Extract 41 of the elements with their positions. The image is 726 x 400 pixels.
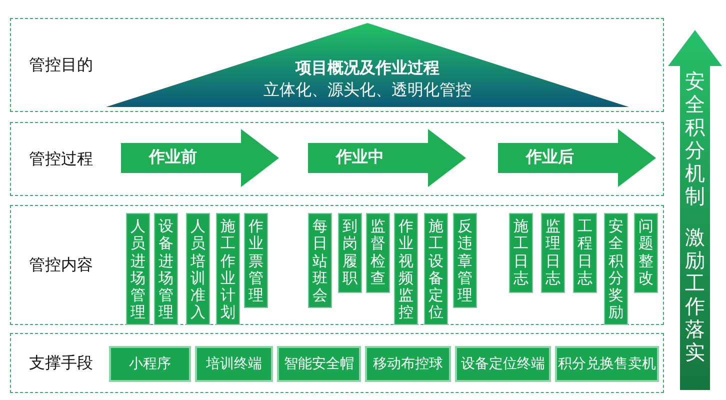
support-tool: 设备定位终端 [455,346,551,382]
content-column: 施工日志 [509,213,533,293]
content-column: 安全积分奖励 [604,213,628,325]
incentive-text: 安全积分机制 [685,70,705,208]
row-heading: 管控内容 [29,255,93,276]
row-panel [10,18,664,112]
support-tool: 智能安全帽 [277,346,361,382]
incentive-text: 激励工作落实 [685,226,705,364]
goal-triangle [106,23,629,107]
stage-label: 作业后 [526,147,574,168]
row-heading: 管控目的 [29,55,93,76]
stage-label: 作业前 [149,147,197,168]
content-column: 设备进场管理 [154,213,178,325]
support-tool: 移动布控球 [365,346,451,382]
support-tool: 小程序 [109,346,191,382]
support-tool: 培训终端 [195,346,273,382]
support-tool: 积分兑换售卖机 [555,346,659,382]
row-panel [10,333,664,393]
content-column: 人员进场管理 [126,213,150,325]
stage-label: 作业中 [336,147,384,168]
row-heading: 支撑手段 [29,353,93,374]
content-column: 到岗履职 [338,213,362,293]
content-column: 监理日志 [541,213,565,293]
process-stage [121,129,279,187]
process-stage [498,129,656,187]
row-panel [10,122,664,196]
content-column: 工程日志 [573,213,597,293]
content-column: 作业票管理 [244,213,268,308]
content-column: 人员培训准入 [186,213,210,325]
process-stage [308,129,466,187]
goal-text: 立体化、源头化、透明化管控 [264,79,472,101]
row-panel [10,205,664,325]
content-column: 作业视频监控 [394,213,418,325]
content-column: 施工设备定位 [424,213,448,325]
content-column: 每日站班会 [308,213,332,308]
row-heading: 管控过程 [29,149,93,170]
content-column: 施工作业计划 [216,213,240,325]
content-column: 监督检查 [366,213,390,293]
content-column: 反违章管理 [453,213,477,308]
goal-heading: 项目概况及作业过程 [296,57,440,79]
content-column: 问题整改 [634,213,658,293]
